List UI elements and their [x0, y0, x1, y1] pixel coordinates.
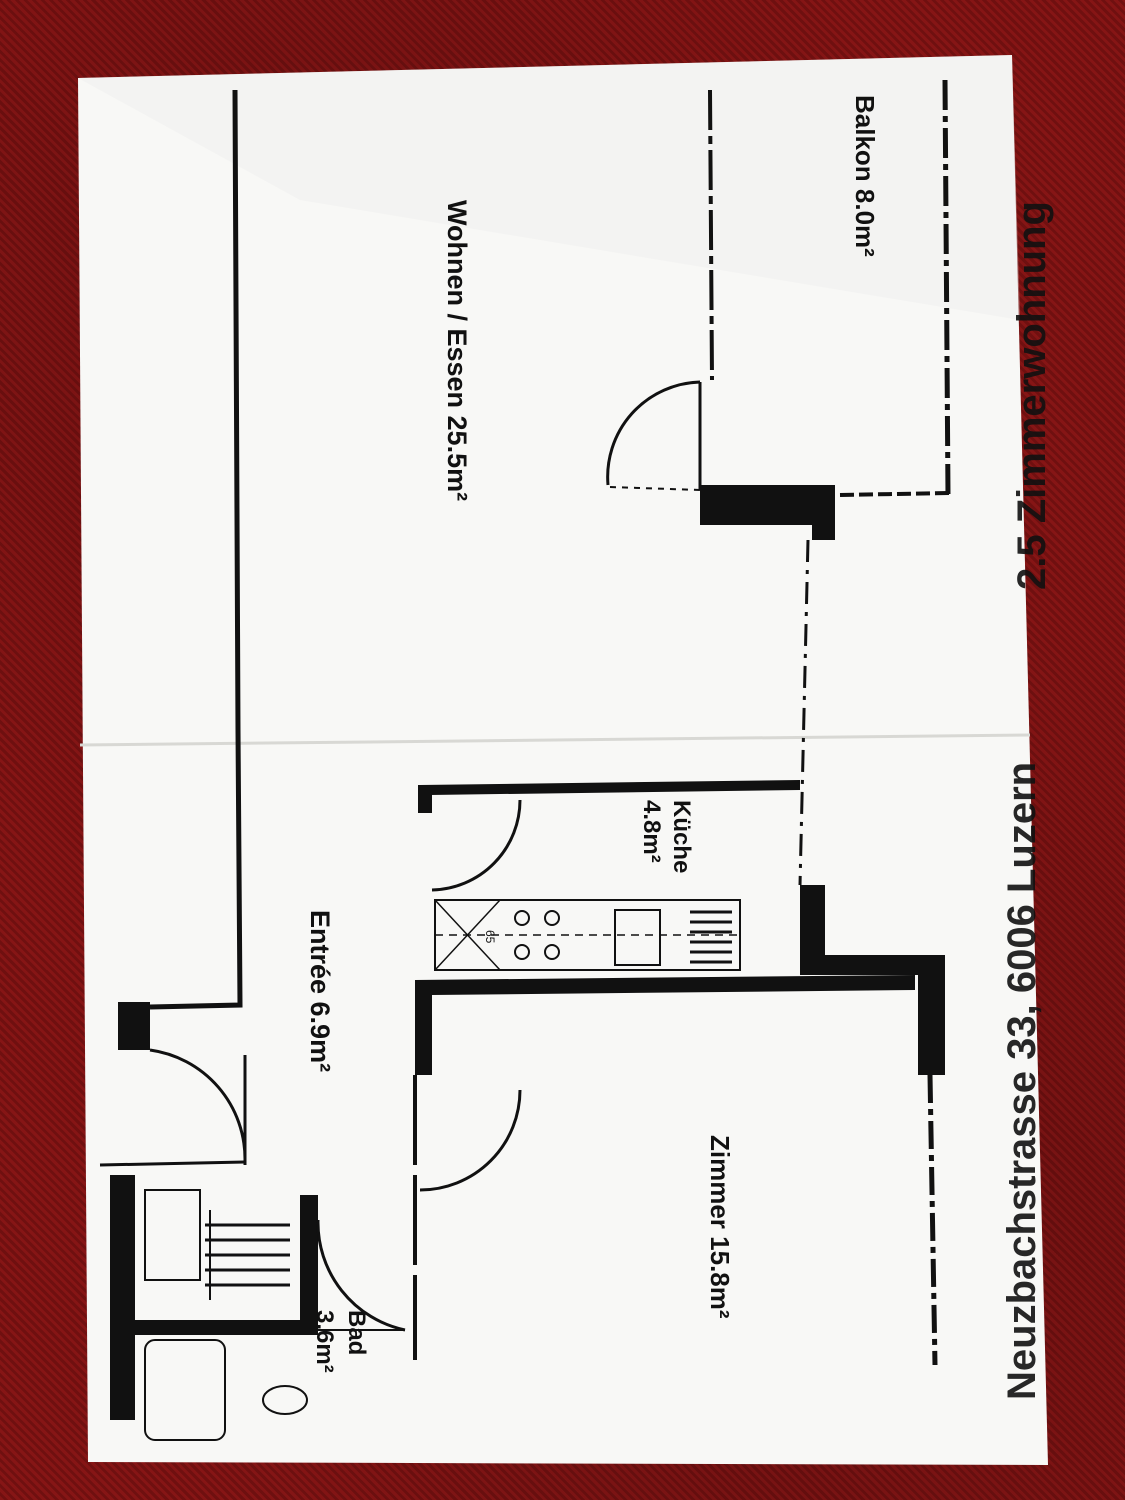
bath-wall	[135, 1320, 300, 1335]
entree-wall	[99, 1160, 246, 1167]
paper-shadow	[78, 55, 1020, 320]
sink	[614, 909, 661, 966]
room-label-balkon: Balkon 8.0m²	[850, 95, 880, 257]
drainboard	[690, 910, 732, 964]
bath-door-arc	[316, 1219, 406, 1332]
balcony-door-arc	[606, 380, 701, 486]
room-label-zimmer: Zimmer 15.8m²	[705, 1135, 735, 1319]
kitchen-top-wall	[420, 780, 800, 795]
zimmer-window-wall	[927, 1074, 938, 1366]
balcony-outer-wall	[942, 79, 951, 496]
fridge-cross-b	[434, 899, 501, 971]
kitchen-bottom-wall	[415, 975, 915, 1075]
room-label-kueche-area: 4.8m²	[638, 800, 665, 863]
room-label-wohnen: Wohnen / Essen 25.5m²	[442, 200, 472, 502]
toilet	[262, 1385, 308, 1415]
stove-burner	[544, 910, 560, 926]
wall-left	[149, 89, 243, 1010]
kitchen-wall-stub	[418, 785, 432, 813]
stove-burner	[514, 944, 530, 960]
kitchen-door-arc	[431, 799, 522, 892]
room-label-bad-area: 3.6m²	[311, 1310, 338, 1373]
stove-burner	[514, 910, 530, 926]
wall-pier	[700, 485, 835, 540]
stove-burner	[544, 944, 560, 960]
bathtub	[144, 1339, 226, 1441]
paper-sheet	[78, 55, 1048, 1465]
address-fragment: Neuzbachstrasse 33, 6006 Luzern	[1000, 761, 1044, 1400]
wall-pillar	[118, 1002, 150, 1050]
entrance-door-arc	[149, 1048, 247, 1161]
balcony-inner-wall	[708, 89, 714, 381]
room-label-bad-name: Bad	[343, 1310, 370, 1356]
plan-title-fragment: 2.5 Zimmerwohnung	[1010, 201, 1054, 590]
zimmer-corner-wall	[800, 885, 945, 1075]
window-wall	[798, 539, 810, 886]
bath-outer-wall	[110, 1175, 135, 1420]
zimmer-door-arc	[419, 1089, 522, 1192]
washbasin	[144, 1189, 201, 1281]
towel-rail	[205, 1210, 290, 1300]
bath-side-wall	[300, 1195, 318, 1335]
room-label-kueche-name: Küche	[668, 800, 695, 874]
balcony-door-threshold	[609, 486, 701, 491]
room-label-entree: Entrée 6.9m²	[305, 910, 335, 1073]
fridge-mark: 65	[483, 930, 497, 944]
